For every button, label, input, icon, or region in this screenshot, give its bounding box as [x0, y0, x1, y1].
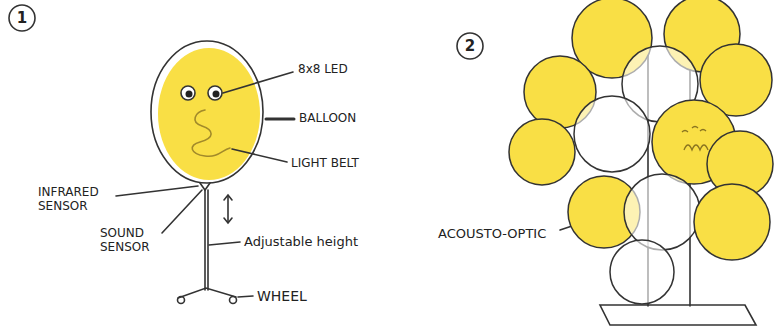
part-label: Adjustable height — [244, 234, 358, 250]
leader-line — [266, 118, 294, 121]
pole — [204, 190, 206, 290]
part-label: BALLOON — [299, 111, 356, 125]
leader-line — [238, 296, 253, 297]
tree-balloon — [574, 96, 650, 172]
part-label: SOUND SENSOR — [100, 226, 162, 255]
led-pupil — [186, 91, 193, 98]
callout-number: 1 — [17, 9, 27, 27]
leader-line — [116, 186, 198, 196]
tree-balloon — [624, 174, 700, 250]
callout-number: 2 — [465, 37, 475, 55]
part-label: WHEEL — [257, 288, 307, 305]
number-circle — [9, 5, 35, 31]
leader-line — [223, 72, 293, 93]
balloon-knot — [200, 183, 210, 190]
balloon-outline — [151, 41, 263, 183]
tree-balloon — [694, 184, 770, 260]
part-label: 8x8 LED — [298, 62, 348, 76]
wheel — [178, 297, 185, 304]
height-arrow — [224, 195, 232, 223]
wheel-base — [178, 288, 236, 298]
led-eye — [208, 86, 222, 100]
height-arrow — [227, 196, 229, 222]
tree-balloon — [509, 119, 575, 185]
led-eye — [181, 86, 195, 100]
tree-balloon — [610, 240, 674, 304]
pole — [207, 190, 209, 290]
balloon-fill — [158, 48, 260, 180]
leader-line — [209, 242, 240, 245]
part-label: ACOUSTO-OPTIC — [438, 226, 546, 242]
part-label: LIGHT BELT — [291, 156, 359, 170]
part-label: INFRARED SENSOR — [38, 185, 114, 214]
light-belt — [192, 110, 230, 156]
number-circle — [457, 33, 483, 59]
leader-line — [162, 190, 202, 233]
wheel — [230, 297, 237, 304]
face-sketch — [682, 127, 708, 151]
tree-base — [600, 305, 756, 325]
led-pupil — [213, 91, 220, 98]
leader-line — [232, 149, 287, 162]
